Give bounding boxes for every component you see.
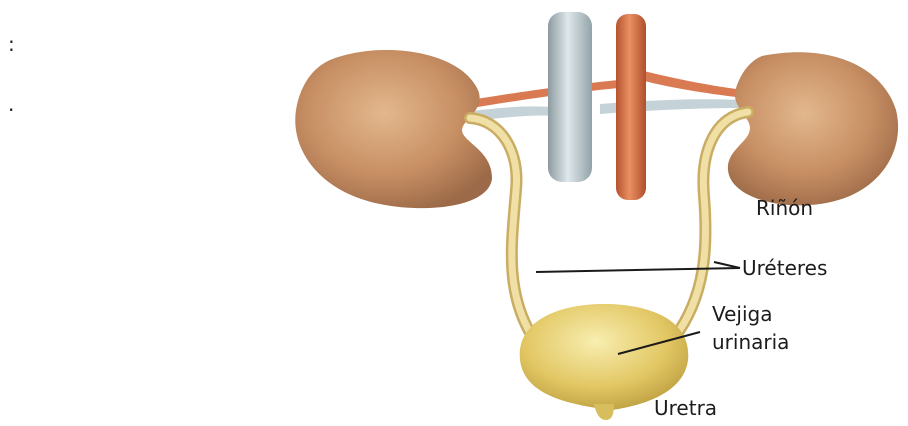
left-renal-artery <box>470 80 618 108</box>
aorta <box>616 14 646 200</box>
vena-cava <box>548 12 592 182</box>
ureters-label: Uréteres <box>742 256 827 280</box>
ureter-leader-line-short <box>714 262 740 268</box>
bladder-label-line2: urinaria <box>712 330 789 354</box>
right-kidney <box>728 52 898 205</box>
bladder-label-line1: Vejiga <box>712 302 773 326</box>
kidney-label: Riñón <box>756 196 813 220</box>
urethra-label: Uretra <box>654 396 717 420</box>
urethra <box>594 404 614 420</box>
right-renal-artery <box>640 70 744 98</box>
left-kidney <box>295 50 492 208</box>
ureter-leader-line <box>536 268 740 272</box>
